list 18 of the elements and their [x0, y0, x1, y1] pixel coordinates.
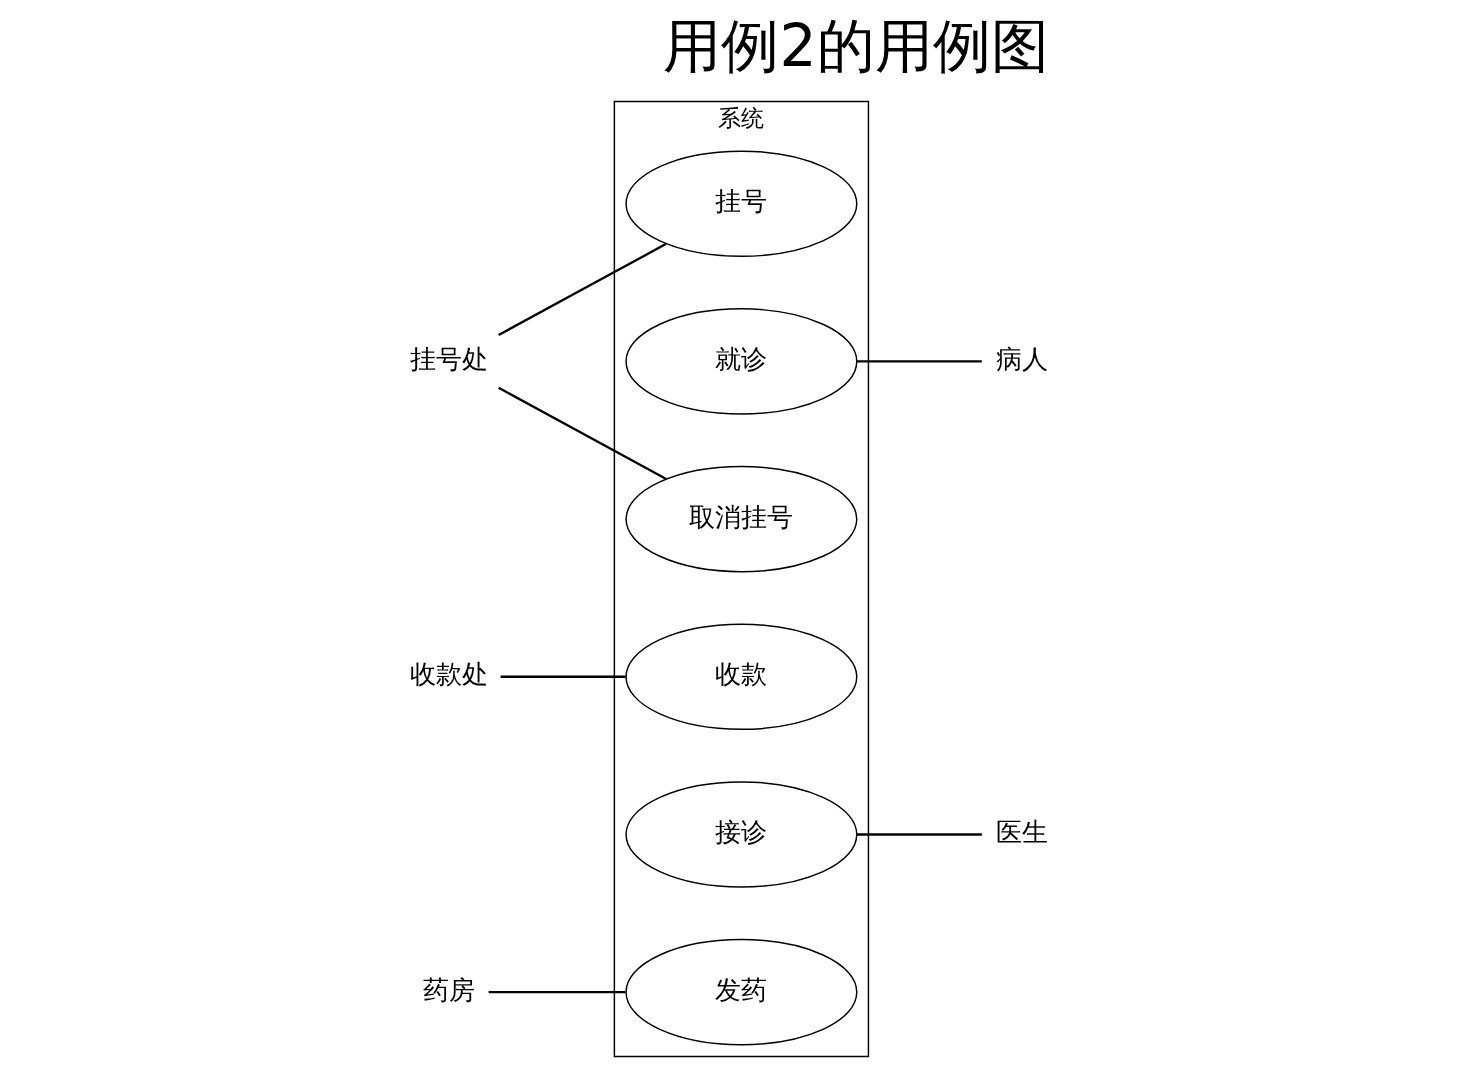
connector [498, 386, 667, 480]
node-text: 医生 [995, 816, 1048, 847]
connector [498, 242, 667, 337]
node-text: 挂号处 [409, 343, 488, 374]
connector [856, 360, 982, 363]
node-text: 药房 [422, 974, 475, 1005]
node-text: 收款处 [409, 659, 488, 690]
node-ellipse: 取消挂号 [625, 465, 858, 573]
connector [856, 833, 982, 836]
diagram-title: 用例2的用例图 [663, 12, 1049, 81]
node-ellipse: 收款 [625, 623, 858, 731]
node-ellipse: 就诊 [625, 308, 858, 415]
node-ellipse: 挂号 [625, 150, 858, 258]
node-ellipse: 发药 [625, 938, 858, 1046]
node-text: 病人 [995, 343, 1048, 374]
connector [488, 991, 626, 994]
connector [500, 675, 626, 678]
node-ellipse: 接诊 [625, 781, 858, 888]
